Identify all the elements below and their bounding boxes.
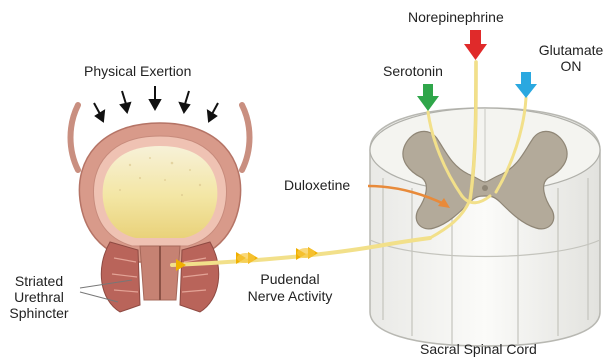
- sphincter-label-line3: Sphincter: [2, 306, 76, 321]
- bladder-urine: [103, 146, 218, 238]
- left-tube: [71, 105, 79, 170]
- serotonin-arrow: [417, 84, 439, 111]
- pudendal-label-line1: Pudendal: [238, 272, 342, 287]
- pudendal-label-line2: Nerve Activity: [238, 289, 342, 304]
- norepinephrine-arrow: [464, 30, 487, 60]
- right-tube: [242, 105, 250, 170]
- norepinephrine-label: Norepinephrine: [408, 10, 504, 25]
- serotonin-label: Serotonin: [383, 64, 443, 79]
- sacral-spinal-cord-label: Sacral Spinal Cord: [420, 342, 537, 357]
- duloxetine-label: Duloxetine: [284, 178, 350, 193]
- bladder-illustration: [71, 86, 250, 312]
- glutamate-on-label: ON: [536, 59, 606, 74]
- sphincter-label-line1: Striated: [2, 274, 76, 289]
- exertion-arrows: [94, 86, 218, 121]
- physical-exertion-label: Physical Exertion: [84, 64, 191, 79]
- central-canal: [482, 185, 488, 191]
- sphincter-label-line2: Urethral: [2, 290, 76, 305]
- glutamate-label: Glutamate: [536, 43, 606, 58]
- glutamate-arrow: [515, 72, 537, 98]
